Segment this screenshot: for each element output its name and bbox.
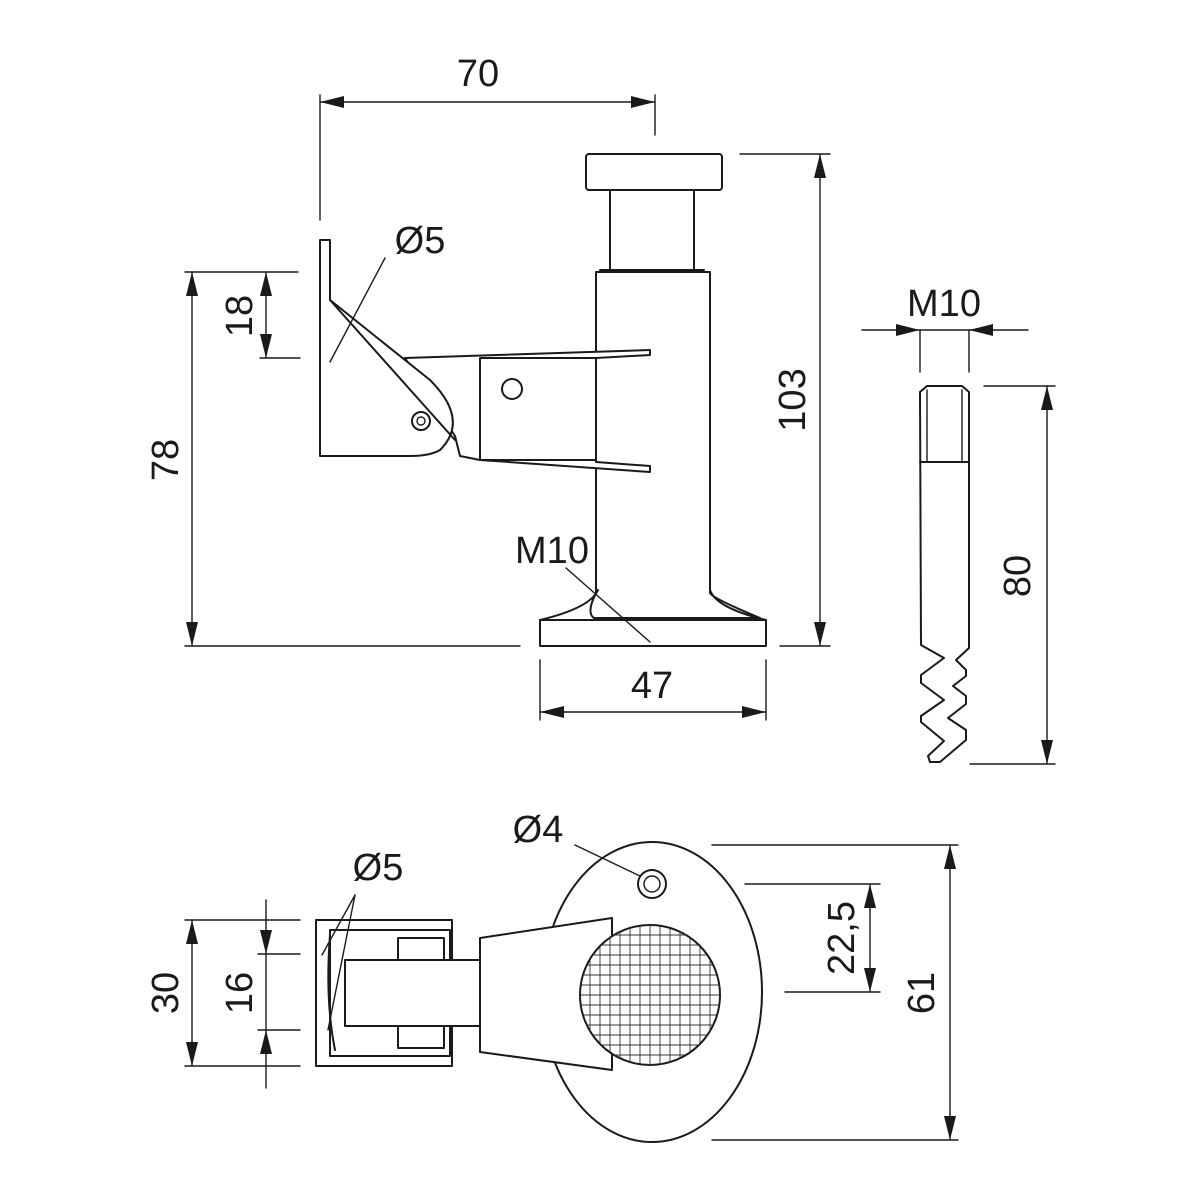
hinge-knuckle-top	[397, 937, 445, 961]
front-labels: 70 103 78 18 Ø5 M10 47	[145, 53, 814, 707]
body-column	[589, 271, 761, 619]
front-dimensions	[184, 94, 831, 721]
lever-hole	[501, 378, 523, 400]
pin-view	[919, 385, 970, 763]
dim-80: 80	[997, 555, 1039, 597]
front-view	[319, 153, 767, 647]
dim-o5-front: Ø5	[395, 220, 446, 262]
threaded-pin	[919, 385, 970, 763]
mount-hole	[637, 869, 667, 899]
top-cap	[585, 153, 723, 191]
lever-block	[479, 357, 597, 461]
base-flange	[539, 619, 767, 647]
plan-view	[315, 841, 763, 1143]
dim-18: 18	[219, 295, 261, 337]
dim-m10-base: M10	[515, 530, 589, 572]
foot-plate	[319, 239, 454, 457]
plan-dimensions	[184, 844, 959, 1141]
dim-47: 47	[631, 665, 673, 707]
pin-dimensions	[861, 324, 1056, 765]
pivot-pin	[411, 411, 431, 431]
dim-61: 61	[901, 972, 943, 1014]
dim-70: 70	[457, 53, 499, 95]
dim-o5-plan: Ø5	[353, 847, 404, 889]
dim-22-5: 22,5	[821, 901, 863, 975]
hinge-leaf	[344, 959, 481, 1027]
dim-78: 78	[145, 439, 187, 481]
knurl-pattern	[580, 925, 720, 1065]
hinge-knuckle-bottom	[397, 1025, 445, 1049]
dim-30: 30	[145, 972, 187, 1014]
dim-16: 16	[219, 972, 261, 1014]
plan-labels: Ø4 Ø5 30 16 22,5 61	[145, 809, 943, 1014]
dim-o4: Ø4	[513, 809, 564, 851]
pin-labels: M10 80	[907, 283, 1039, 597]
spindle	[609, 189, 695, 271]
dim-m10-pin: M10	[907, 283, 981, 325]
dim-103: 103	[772, 368, 814, 431]
